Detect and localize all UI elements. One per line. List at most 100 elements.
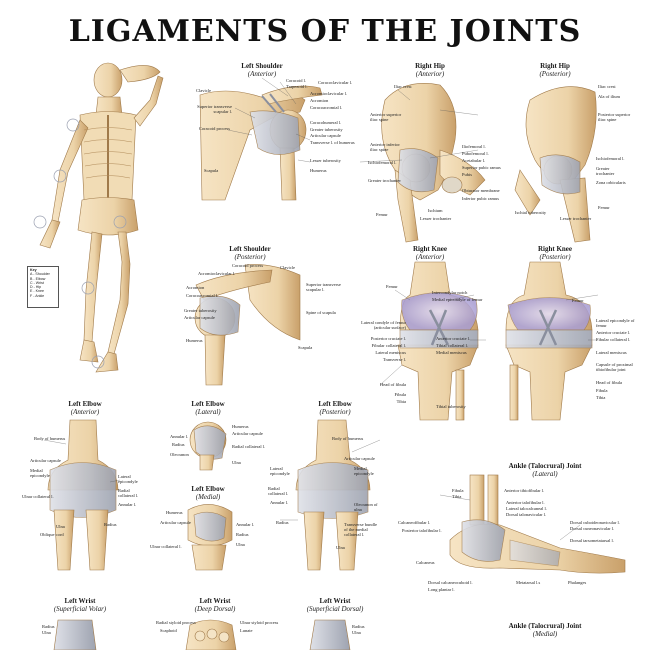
anatomy-label: Lateral condyle of femur (articular surf… [361,320,406,330]
anatomy-label: Articular capsule [30,458,61,463]
anatomy-label: Lateral epicondyle [118,474,138,484]
panel-title-text: Right Hip [415,62,445,70]
anatomy-label: Scaphoid [160,628,177,633]
anatomy-label: Radius [276,520,289,525]
anatomy-label: Medial epicondyle [354,466,374,476]
anatomy-label: Radius [42,624,55,629]
anatomy-label: Humerus [186,338,203,343]
panel-title-text: Right Hip [540,62,570,70]
panel-title-elbow-anterior: Left Elbow (Anterior) [50,400,120,416]
panel-title-shoulder-posterior: Left Shoulder (Posterior) [210,245,290,261]
anatomy-label: Ischium [428,208,443,213]
anatomy-label: Radius [352,624,365,629]
anatomy-label: Lunate [240,628,253,633]
hip-posterior-illustration [514,86,597,243]
anatomy-label: Radial styloid process [156,620,196,625]
anatomy-label: Ulna [352,630,361,635]
panel-title-text: Left Elbow [68,400,102,408]
panel-title-text: Left Elbow [318,400,352,408]
anatomy-label: Clavicle [196,88,211,93]
panel-title-text: Left Shoulder [229,245,271,253]
poster-title: LIGAMENTS OF THE JOINTS [68,14,582,49]
panel-view-text: (Deep Dorsal) [194,605,236,613]
anatomy-label: Articular capsule [184,315,215,320]
panel-title-text: Ankle (Talocrural) Joint [508,462,582,470]
panel-title-elbow-medial: Left Elbow (Medial) [178,485,238,501]
anatomy-label: Ulna [236,542,245,547]
panel-title-shoulder-anterior: Left Shoulder (Anterior) [222,62,302,78]
anatomy-label: Annular l. [236,522,255,527]
anatomy-label: Ischial tuberosity [515,210,547,215]
panel-title-ankle-lateral: Ankle (Talocrural) Joint (Lateral) [490,462,600,478]
anatomy-label: Tibial collateral l. [436,343,468,348]
anatomy-label: Greater tuberosity [184,308,217,313]
anatomy-label: Medial epicondyle [30,468,50,478]
panel-title-hip-posterior: Right Hip (Posterior) [520,62,590,78]
wrist-illustrations [53,619,351,650]
anatomy-label: Femur [572,298,584,303]
panel-title-hip-anterior: Right Hip (Anterior) [395,62,465,78]
anatomy-label: Radius [236,532,249,537]
anatomy-label: Phalanges [568,580,587,585]
anatomy-label: Lesser trochanter [560,216,592,221]
anatomy-label: Humerus [166,510,183,515]
panel-title-elbow-posterior: Left Elbow (Posterior) [300,400,370,416]
panel-title-knee-posterior: Right Knee (Posterior) [520,245,590,261]
anatomy-label: Dorsal talonavicular l. [506,512,547,517]
elbow-posterior-illustration [295,419,371,571]
panel-title-text: Left Shoulder [241,62,283,70]
panel-view-text: (Lateral) [532,470,558,478]
ankle-lateral-illustration [449,474,626,574]
anatomy-label: Oblique cord [40,532,64,537]
anatomy-label: Greater trochanter [368,178,401,183]
anatomy-label: Lateral epicondyle [270,466,290,476]
anatomy-label: Greater tuberosity [310,127,343,132]
anatomy-label: Head of fibula [380,382,406,387]
key-item: A - Shoulder [30,272,50,277]
anatomy-label: Fibula [394,392,406,397]
anatomy-label: Ulna [56,524,65,529]
anatomy-label: Ulna [42,630,51,635]
anatomy-label: Annular l. [270,500,289,505]
anatomy-label: Articular capsule [232,431,263,436]
anatomy-label: Acromioclavicular l. [310,91,348,96]
panel-view-text: (Lateral) [195,408,221,416]
anatomy-label: Acetabular l. [462,158,486,163]
anatomy-label: Tibia [396,399,406,404]
anatomy-label: Scapula [204,168,219,173]
anatomy-label: Long plantar l. [428,587,455,592]
panel-title-text: Left Elbow [191,400,225,408]
panel-title-text: Right Knee [537,245,573,253]
anatomy-label: Annular l. [170,434,189,439]
anatomy-label: Metatarsal l.s [516,580,541,585]
anatomy-label: Acromioclavicular l. [198,271,236,276]
anatomy-label: Fibular collateral l. [371,343,406,348]
anatomy-label: Ischiofemoral l. [368,160,397,165]
elbow-lateral-illustration [189,421,227,471]
anatomy-label: Radial collateral l. [118,488,139,498]
panel-title-elbow-lateral: Left Elbow (Lateral) [178,400,238,416]
anatomy-label: Olecranon of ulna [354,502,378,512]
panel-title-wrist-deep-dorsal: Left Wrist (Deep Dorsal) [180,597,250,613]
anatomy-label: Radial collateral l. [268,486,289,496]
anatomy-label: Radius [172,442,185,447]
anatomy-label: Femur [376,212,388,217]
panel-view-text: (Superficial Dorsal) [306,605,364,613]
anatomy-label: Coracoclavicular l. [318,80,353,85]
anatomy-label: Capsule of proximal tibiofibular joint [596,362,633,372]
anatomy-label: Lateral epicondyle of femur [596,318,635,328]
anatomy-label: Spine of scapula [306,310,336,315]
hip-anterior-illustration [381,83,486,243]
panel-view-text: (Anterior) [70,408,100,416]
panel-title-text: Left Elbow [191,485,225,493]
anatomy-label: Anterior superior iliac spine [370,112,402,122]
anatomy-label: Obturator membrane [462,188,500,193]
knee-posterior-illustration [505,261,593,421]
anatomy-label: Transverse bundle of the medial collater… [344,522,377,537]
anatomy-label: Anterior inferior iliac spine [370,142,400,152]
anatomy-label: Femur [598,205,610,210]
anatomy-label: Tibia [596,395,606,400]
key-item: E - Knee [30,289,44,294]
anatomy-label: Dorsal calcaneocuboid l. [428,580,473,585]
anatomy-label: Articular capsule [160,520,191,525]
